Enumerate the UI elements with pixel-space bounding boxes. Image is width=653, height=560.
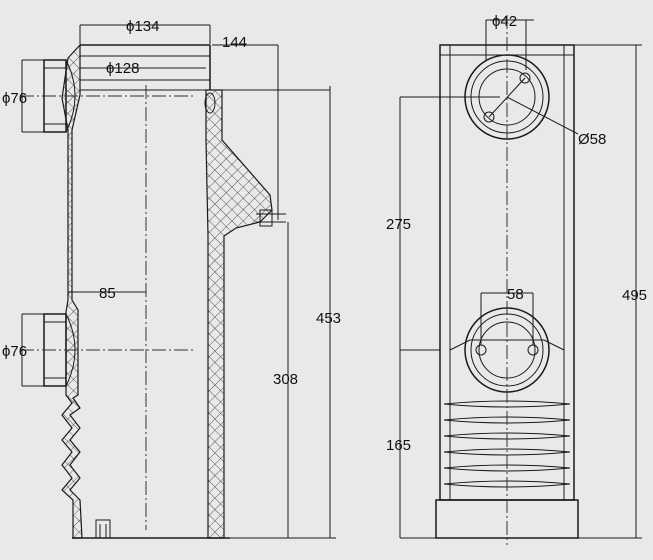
bottom-insert: [95, 519, 111, 539]
dim-bolt-spacing: 58: [507, 286, 524, 303]
dim-upper-bore: Ø58: [578, 131, 606, 148]
dim-overall-height: 453: [316, 310, 341, 327]
dim-flange-width: 144: [222, 34, 247, 51]
dim-bolt-circle: ϕ42: [492, 13, 517, 30]
dim-outer-diameter: ϕ134: [126, 18, 159, 35]
dim-overall-height-elevation: 495: [622, 287, 647, 304]
dim-upper-port-diameter: ϕ76: [2, 90, 27, 107]
dim-lower-height: 165: [386, 437, 411, 454]
dim-lower-port-diameter: ϕ76: [2, 343, 27, 360]
dim-port-spacing: 275: [386, 216, 411, 233]
elevation-view: ϕ42 Ø58 58 275 1: [386, 13, 647, 545]
dim-inner-offset: 85: [99, 285, 116, 302]
dim-inner-diameter: ϕ128: [106, 60, 139, 77]
right-wall-section: [205, 89, 273, 539]
dim-mount-height: 308: [273, 371, 298, 388]
section-view: ϕ134 144 ϕ128 ϕ76 ϕ76 85 453 308: [2, 18, 341, 539]
shed-fins: [443, 400, 571, 488]
